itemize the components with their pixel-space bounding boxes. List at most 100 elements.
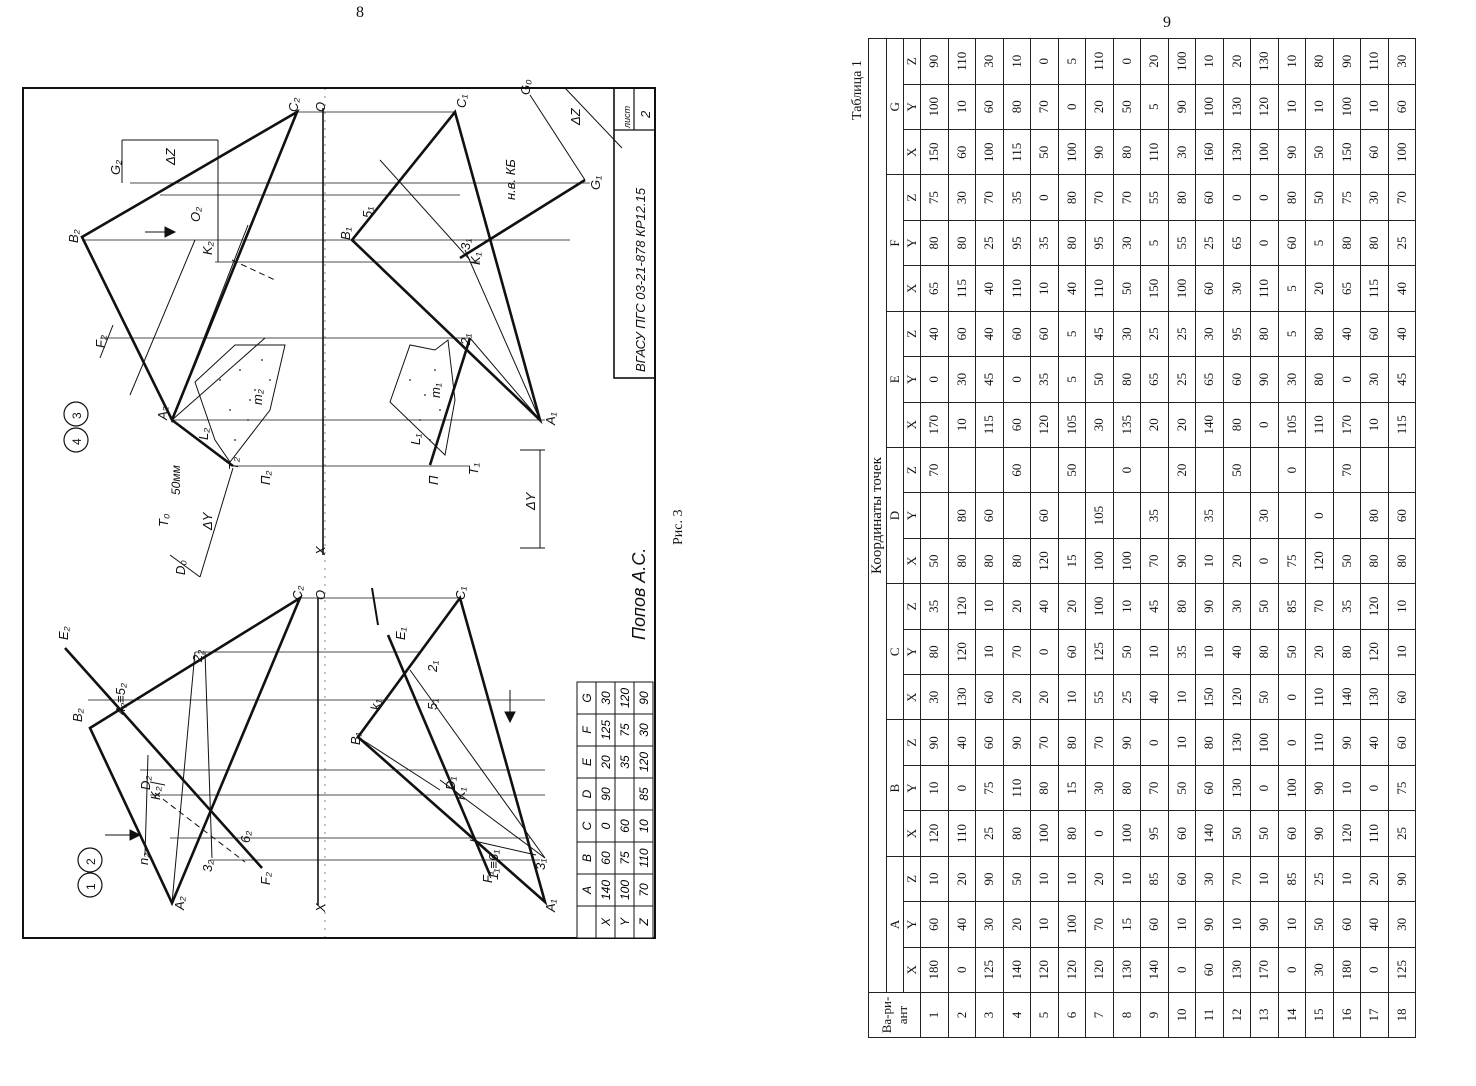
coordinate-cell (1360, 447, 1388, 493)
coordinate-cell: 120 (1250, 84, 1278, 130)
label-E2: E₂ (56, 626, 71, 640)
coordinate-cell: 0 (1250, 765, 1278, 811)
line-hr-3 (469, 337, 541, 421)
coordinate-cell: 60 (1223, 356, 1251, 403)
coordinate-cell: 50 (1030, 129, 1058, 175)
coordinate-cell: 120 (1360, 629, 1388, 675)
coordinate-cell: 70 (1085, 901, 1113, 948)
coordinate-cell: 20 (1003, 901, 1031, 948)
coordinate-cell: 10 (1195, 629, 1223, 675)
coordinate-cell: 150 (1333, 129, 1361, 175)
line-horiz-k (357, 736, 441, 791)
coordinate-cell: 50 (1113, 84, 1141, 130)
coordinate-cell: 25 (1305, 856, 1333, 902)
variant-header: Ва-ри-ант (868, 992, 921, 1038)
mini-table-text: C (580, 821, 594, 830)
axis-header: Z (903, 174, 921, 221)
coordinate-cell: 100 (1058, 901, 1086, 948)
coordinate-cell: 65 (1333, 265, 1361, 312)
coordinate-cell: 20 (1058, 583, 1086, 630)
coordinate-cell: 140 (1195, 402, 1223, 448)
coordinate-cell: 70 (1030, 719, 1058, 766)
coordinate-cell: 95 (1003, 220, 1031, 266)
dimension-dz-right (564, 87, 623, 149)
coordinate-cell: 110 (948, 810, 976, 857)
label-dZ2: ΔZ (568, 107, 583, 126)
label-rF2: F₂ (93, 335, 108, 348)
coordinate-cell: 60 (1003, 402, 1031, 448)
coordinate-cell: 40 (975, 265, 1003, 312)
coordinate-cell: 130 (1223, 719, 1251, 766)
coordinate-cell: 50 (1223, 447, 1251, 493)
coordinate-cell: 0 (1250, 220, 1278, 266)
coordinate-cell: 70 (1333, 447, 1361, 493)
label-3-2: 3₂ (200, 860, 215, 872)
title-block-sheet-number: 2 (638, 110, 653, 119)
label-A1: A₁ (543, 899, 558, 913)
coordinate-cell: 95 (1223, 311, 1251, 357)
coordinate-cell: 90 (1195, 901, 1223, 948)
coordinate-cell: 105 (1085, 492, 1113, 539)
coordinate-cell: 130 (1250, 38, 1278, 85)
coordinate-cell: 10 (1058, 674, 1086, 720)
axis-header: Y (903, 356, 921, 403)
coordinate-cell: 100 (1195, 84, 1223, 130)
coordinate-cell: 10 (920, 856, 948, 902)
coordinate-cell: 30 (948, 356, 976, 403)
coordinate-cell: 60 (975, 719, 1003, 766)
coordinate-cell: 10 (1250, 856, 1278, 902)
coordinate-cell: 35 (1030, 356, 1058, 403)
coordinate-cell: 30 (1278, 356, 1306, 403)
label-rM1: m₁ (428, 383, 443, 398)
label-dZ: ΔZ (163, 147, 178, 166)
coordinate-cell: 10 (1305, 84, 1333, 130)
coordinate-cell: 80 (975, 538, 1003, 584)
axis-header: Z (903, 856, 921, 902)
label-rP1: П (426, 475, 441, 485)
coordinate-cell: 25 (1195, 220, 1223, 266)
variant-cell: 7 (1085, 992, 1113, 1038)
mini-table-text: D (580, 789, 594, 798)
label-O: O (313, 590, 328, 600)
coordinate-cell: 10 (1030, 901, 1058, 948)
coordinate-cell: 30 (1223, 583, 1251, 630)
axis-header: Z (903, 719, 921, 766)
dimension-dy-2 (169, 554, 201, 578)
coordinate-cell: 60 (975, 84, 1003, 130)
coordinate-cell: 140 (1333, 674, 1361, 720)
arrow-head-right (164, 226, 177, 238)
coordinate-cell: 35 (1030, 220, 1058, 266)
coordinate-cell: 60 (1168, 856, 1196, 902)
coordinate-cell: 70 (1140, 538, 1168, 584)
line-horiz-D (439, 779, 546, 859)
coordinate-cell: 25 (1388, 220, 1416, 266)
variant-cell: 12 (1223, 992, 1251, 1038)
mini-table-text: 90 (599, 787, 613, 801)
coordinate-cell: 125 (1085, 629, 1113, 675)
label-3-1: 3₁ (533, 859, 548, 870)
coordinate-cell: 80 (1003, 810, 1031, 857)
coordinate-cell: 80 (1360, 492, 1388, 539)
coordinate-cell: 90 (1168, 538, 1196, 584)
label-rO: O (313, 102, 328, 112)
variant-cell: 5 (1030, 992, 1058, 1038)
sheet-one-two (64, 587, 548, 907)
coordinate-cell: 150 (920, 129, 948, 175)
variant-cell: 8 (1113, 992, 1141, 1038)
hatched-region-front (194, 344, 286, 463)
coordinate-cell: 10 (920, 765, 948, 811)
line-horiz-2 (409, 669, 546, 859)
mini-table-text: 140 (599, 880, 613, 900)
line-fr-3 (129, 239, 196, 396)
coordinate-cell: 0 (948, 947, 976, 993)
coordinate-cell: 60 (948, 129, 976, 175)
coordinate-cell: 60 (1278, 220, 1306, 266)
coordinate-cell: 10 (975, 629, 1003, 675)
coordinate-cell: 110 (1085, 265, 1113, 312)
coordinate-cell: 45 (975, 356, 1003, 403)
dimension-dy (199, 467, 234, 578)
point-header: G (886, 38, 904, 175)
